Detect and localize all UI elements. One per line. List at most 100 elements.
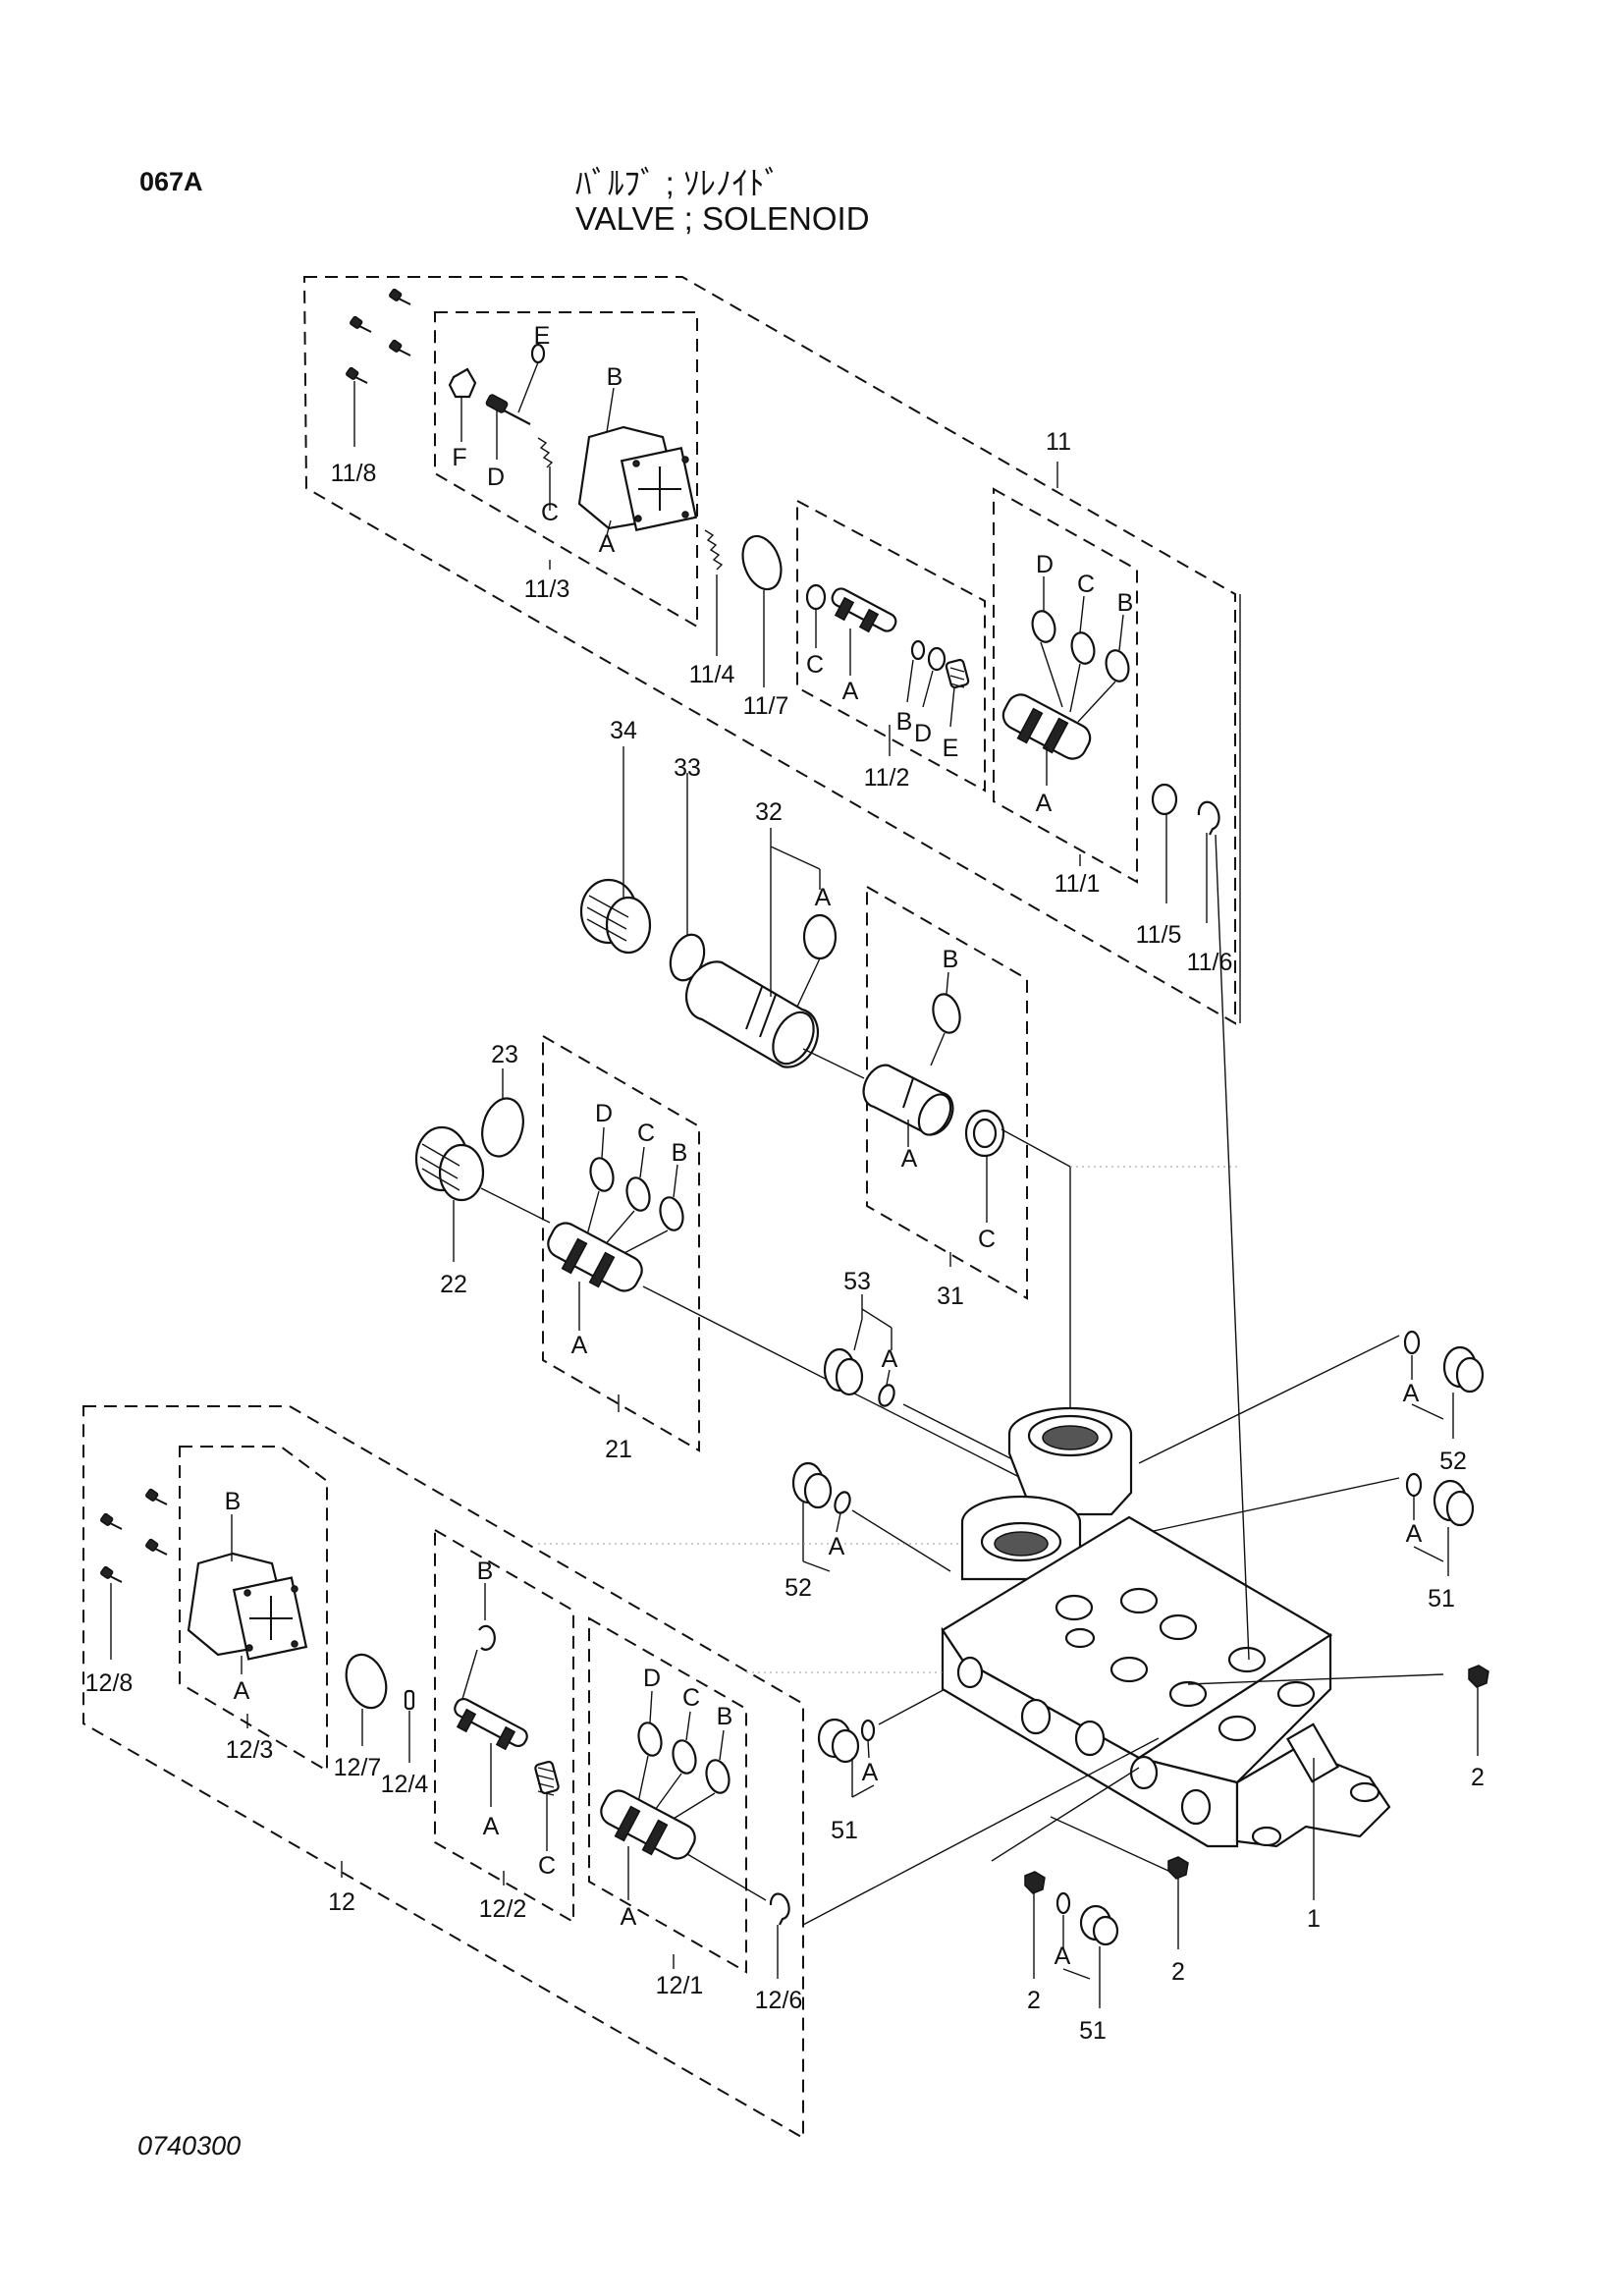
callout-32: 32	[755, 798, 783, 826]
letter-b: B	[672, 1139, 688, 1167]
callout-12-1: 12/1	[656, 1972, 704, 1999]
callout-34: 34	[610, 717, 637, 744]
title-english: VALVE ; SOLENOID	[575, 200, 870, 237]
group-outline-12-2	[434, 1528, 574, 1924]
callout-52-right: 52	[1439, 1448, 1467, 1475]
letter-a: A	[621, 1903, 637, 1931]
backup-ring-12-6	[769, 1892, 790, 1979]
group-outline-12-3	[179, 1446, 328, 1773]
letter-b: B	[225, 1488, 242, 1515]
letter-a: A	[842, 678, 859, 705]
screw-set-12-8	[100, 1488, 168, 1660]
letter-d: D	[1036, 551, 1054, 578]
letter-a: A	[599, 530, 616, 558]
letter-f: F	[452, 444, 466, 471]
plug-34	[579, 746, 652, 955]
callout-1: 1	[1307, 1905, 1321, 1933]
callout-12-4: 12/4	[381, 1771, 429, 1798]
leader-2-bottom-b	[1050, 1816, 1169, 1872]
callout-11-3: 11/3	[524, 575, 570, 603]
letter-b: B	[477, 1558, 494, 1585]
letter-b: B	[1117, 589, 1134, 617]
callout-22: 22	[440, 1271, 467, 1298]
callout-11-1: 11/1	[1055, 870, 1101, 898]
callout-2-bottom-b: 2	[1171, 1958, 1185, 1986]
letter-labels: E B F D C A C A B D E D C B A A B A C D …	[225, 322, 1423, 1970]
o-ring-23	[481, 1068, 524, 1158]
callout-12-3: 12/3	[226, 1736, 274, 1764]
letter-a: A	[882, 1345, 898, 1373]
callout-33: 33	[674, 754, 701, 782]
spool-assembly-11-2	[805, 583, 970, 756]
pin-12-4	[404, 1689, 415, 1763]
callout-2-right: 2	[1471, 1764, 1485, 1791]
letter-d: D	[914, 720, 932, 747]
o-ring-11-7	[741, 534, 783, 687]
plug-53	[823, 1294, 1017, 1462]
valve-31	[862, 971, 1071, 1267]
spring-11-4	[704, 529, 724, 656]
callout-12-7: 12/7	[334, 1754, 382, 1781]
backup-ring-11-6	[1197, 800, 1220, 923]
callout-11-6: 11/6	[1187, 949, 1233, 976]
letter-d: D	[595, 1100, 613, 1127]
letter-c: C	[541, 499, 559, 526]
callout-31: 31	[937, 1283, 964, 1310]
solenoid-12-3	[187, 1514, 308, 1728]
plug-22	[414, 1125, 551, 1262]
group-outline-11	[302, 276, 1236, 1025]
leader-11-6-to-body	[1215, 834, 1250, 1661]
letter-a: A	[829, 1533, 845, 1560]
letter-c: C	[978, 1226, 996, 1253]
callout-51-right: 51	[1428, 1585, 1455, 1613]
plug-2-bottom-b	[1167, 1856, 1189, 1949]
screw-set-11-8	[346, 288, 411, 447]
letter-a: A	[571, 1332, 588, 1359]
letter-a: A	[483, 1813, 500, 1840]
letter-a: A	[815, 884, 832, 911]
diagram-code: 067A	[139, 167, 203, 196]
plug-52-left	[791, 1461, 951, 1572]
figure-number: 0740300	[137, 2131, 242, 2160]
leader-2-bottom	[991, 1767, 1140, 1862]
callout-labels: 11 11/1 11/2 11/3 11/4 11/5 11/6 11/7 11…	[85, 428, 1485, 2045]
letter-e: E	[943, 735, 959, 762]
plug-52-right	[1138, 1330, 1485, 1464]
letter-a: A	[1055, 1942, 1071, 1970]
valve-body-1	[941, 1406, 1391, 1900]
cartridge-11-1	[1001, 576, 1130, 866]
letter-a: A	[1406, 1520, 1423, 1548]
callout-12: 12	[328, 1888, 355, 1916]
plug-2-right	[1468, 1665, 1489, 1756]
o-ring-12-7	[345, 1653, 388, 1746]
group-outline-12	[82, 1405, 804, 2140]
letter-d: D	[643, 1665, 661, 1692]
callout-23: 23	[491, 1041, 518, 1068]
callout-12-2: 12/2	[479, 1895, 527, 1923]
callout-53: 53	[843, 1268, 871, 1295]
leader-12-6-to-body	[802, 1737, 1160, 1926]
callout-52-left: 52	[784, 1574, 812, 1602]
cartridge-12-1	[600, 1690, 767, 1969]
cartridge-21	[547, 1126, 1022, 1479]
group-outline-11-2	[796, 499, 986, 793]
callout-11-8: 11/8	[331, 460, 377, 487]
plug-51-bottom	[1055, 1891, 1119, 2008]
plug-2-bottom-a	[1024, 1871, 1046, 1979]
callout-11-7: 11/7	[743, 692, 789, 720]
callout-11-2: 11/2	[864, 764, 910, 792]
plug-11-5	[1151, 783, 1178, 903]
callout-11-5: 11/5	[1136, 921, 1182, 949]
letter-d: D	[487, 464, 505, 491]
callout-12-8: 12/8	[85, 1669, 134, 1697]
letter-b: B	[607, 363, 623, 391]
callout-11-4: 11/4	[689, 661, 735, 688]
callout-51-bottom: 51	[1079, 2017, 1107, 2045]
letter-a: A	[234, 1677, 250, 1705]
top-ports	[1055, 1587, 1316, 1742]
group-outline-12-1	[588, 1616, 747, 1974]
letter-a: A	[862, 1759, 879, 1786]
letter-b: B	[943, 946, 959, 973]
letter-b: B	[896, 708, 913, 736]
